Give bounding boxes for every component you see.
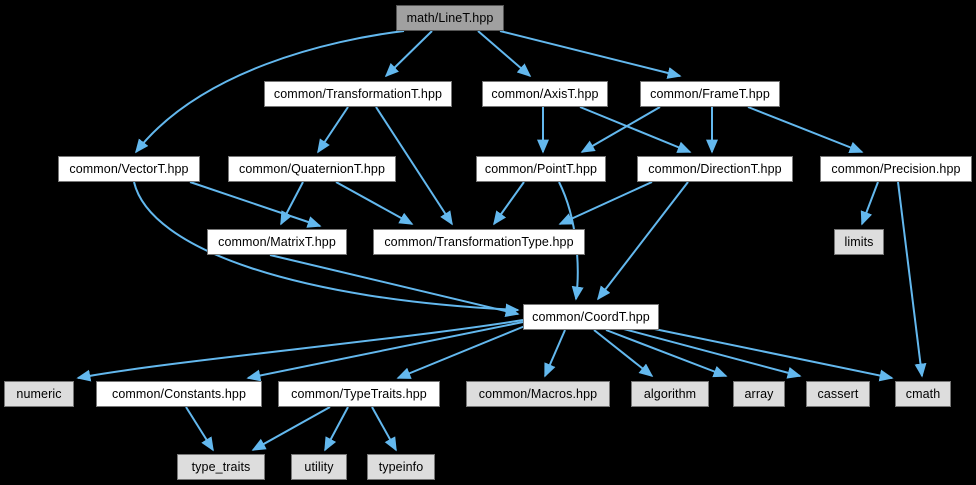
graph-edge-coordT-to-constants <box>246 321 524 382</box>
graph-node-cassert[interactable]: cassert <box>806 381 870 407</box>
graph-edge-coordT-to-array <box>605 329 728 378</box>
graph-node-label: type_traits <box>191 459 251 474</box>
graph-node-utility[interactable]: utility <box>291 454 347 480</box>
graph-edge-coordT-to-numeric <box>76 319 524 382</box>
graph-edge-coordT-to-typetraits <box>396 325 526 379</box>
graph-node-limits[interactable]: limits <box>834 229 884 255</box>
graph-node-typeinfo[interactable]: typeinfo <box>367 454 435 480</box>
graph-node-label: common/QuaternionT.hpp <box>238 161 386 176</box>
graph-edge-typetraits-to-typeinfo <box>371 406 397 452</box>
graph-edge-coordT-to-macros <box>544 329 566 378</box>
graph-node-label: cassert <box>817 386 859 401</box>
graph-node-numeric[interactable]: numeric <box>4 381 74 407</box>
graph-edge-matrixT-to-coordT <box>269 254 520 317</box>
graph-node-label: limits <box>844 234 874 249</box>
graph-edge-frameT-to-precision <box>747 106 864 154</box>
graph-node-precision[interactable]: common/Precision.hpp <box>820 156 972 182</box>
graph-node-lineT[interactable]: math/LineT.hpp <box>396 5 504 31</box>
graph-edge-transfT-to-quatT <box>317 106 349 154</box>
graph-edge-axisT-to-dirT <box>579 106 692 153</box>
graph-node-label: algorithm <box>643 386 697 401</box>
graph-edge-lineT-to-axisT <box>477 30 532 78</box>
graph-node-constants[interactable]: common/Constants.hpp <box>96 381 262 407</box>
graph-node-vectorT[interactable]: common/VectorT.hpp <box>58 156 200 182</box>
graph-edge-typetraits-to-type_traits <box>251 406 331 451</box>
graph-node-label: common/CoordT.hpp <box>532 309 650 324</box>
graph-node-transfT[interactable]: common/TransformationT.hpp <box>264 81 452 107</box>
graph-node-cmath[interactable]: cmath <box>895 381 951 407</box>
graph-node-label: common/TransformationType.hpp <box>384 234 574 249</box>
graph-edge-vectorT-to-matrixT <box>189 181 322 228</box>
graph-node-label: common/Macros.hpp <box>478 386 598 401</box>
graph-edge-constants-to-type_traits <box>185 406 214 452</box>
graph-node-label: common/MatrixT.hpp <box>218 234 336 249</box>
graph-node-label: numeric <box>16 386 62 401</box>
graph-edge-frameT-to-pointT <box>580 106 661 153</box>
graph-node-pointT[interactable]: common/PointT.hpp <box>476 156 606 182</box>
graph-edge-lineT-to-transfT <box>384 30 433 78</box>
graph-edge-precision-to-cmath <box>897 181 927 378</box>
graph-edge-quatT-to-transfType <box>335 181 414 225</box>
graph-node-array[interactable]: array <box>733 381 785 407</box>
graph-node-label: common/AxisT.hpp <box>491 86 599 101</box>
graph-edge-dirT-to-coordT <box>597 181 689 301</box>
graph-node-frameT[interactable]: common/FrameT.hpp <box>640 81 780 107</box>
graph-node-label: common/PointT.hpp <box>484 161 598 176</box>
graph-node-label: common/Precision.hpp <box>831 161 961 176</box>
graph-node-label: utility <box>304 459 334 474</box>
graph-node-macros[interactable]: common/Macros.hpp <box>466 381 610 407</box>
graph-edge-coordT-to-cassert <box>619 327 802 379</box>
graph-edge-pointT-to-transfType <box>493 181 525 226</box>
graph-edge-lineT-to-frameT <box>499 30 682 79</box>
graph-node-label: common/DirectionT.hpp <box>648 161 782 176</box>
graph-node-label: math/LineT.hpp <box>406 10 494 25</box>
graph-node-dirT[interactable]: common/DirectionT.hpp <box>637 156 793 182</box>
graph-edge-dirT-to-transfType <box>558 181 653 225</box>
graph-node-label: common/FrameT.hpp <box>650 86 770 101</box>
graph-edge-coordT-to-algorithm <box>593 329 654 377</box>
graph-edge-vectorT-to-coordT <box>133 181 520 316</box>
graph-node-label: common/TransformationT.hpp <box>273 86 443 101</box>
graph-edge-precision-to-limits <box>860 181 879 226</box>
graph-node-label: common/VectorT.hpp <box>69 161 189 176</box>
graph-node-label: cmath <box>905 386 941 401</box>
graph-node-label: typeinfo <box>378 459 424 474</box>
graph-edge-transfT-to-transfType <box>375 106 453 226</box>
graph-node-label: array <box>744 386 774 401</box>
graph-edge-typetraits-to-utility <box>324 406 349 452</box>
graph-node-coordT[interactable]: common/CoordT.hpp <box>523 304 659 330</box>
graph-node-typetraits[interactable]: common/TypeTraits.hpp <box>278 381 440 407</box>
graph-node-transfType[interactable]: common/TransformationType.hpp <box>373 229 585 255</box>
graph-node-type_traits[interactable]: type_traits <box>177 454 265 480</box>
graph-node-axisT[interactable]: common/AxisT.hpp <box>482 81 608 107</box>
graph-edge-coordT-to-cmath <box>639 325 894 382</box>
graph-node-label: common/Constants.hpp <box>111 386 246 401</box>
graph-edge-lineT-to-vectorT <box>135 30 405 154</box>
graph-node-matrixT[interactable]: common/MatrixT.hpp <box>207 229 347 255</box>
graph-node-algorithm[interactable]: algorithm <box>631 381 709 407</box>
graph-edge-quatT-to-matrixT <box>280 181 304 226</box>
graph-node-label: common/TypeTraits.hpp <box>291 386 427 401</box>
graph-node-quatT[interactable]: common/QuaternionT.hpp <box>228 156 396 182</box>
